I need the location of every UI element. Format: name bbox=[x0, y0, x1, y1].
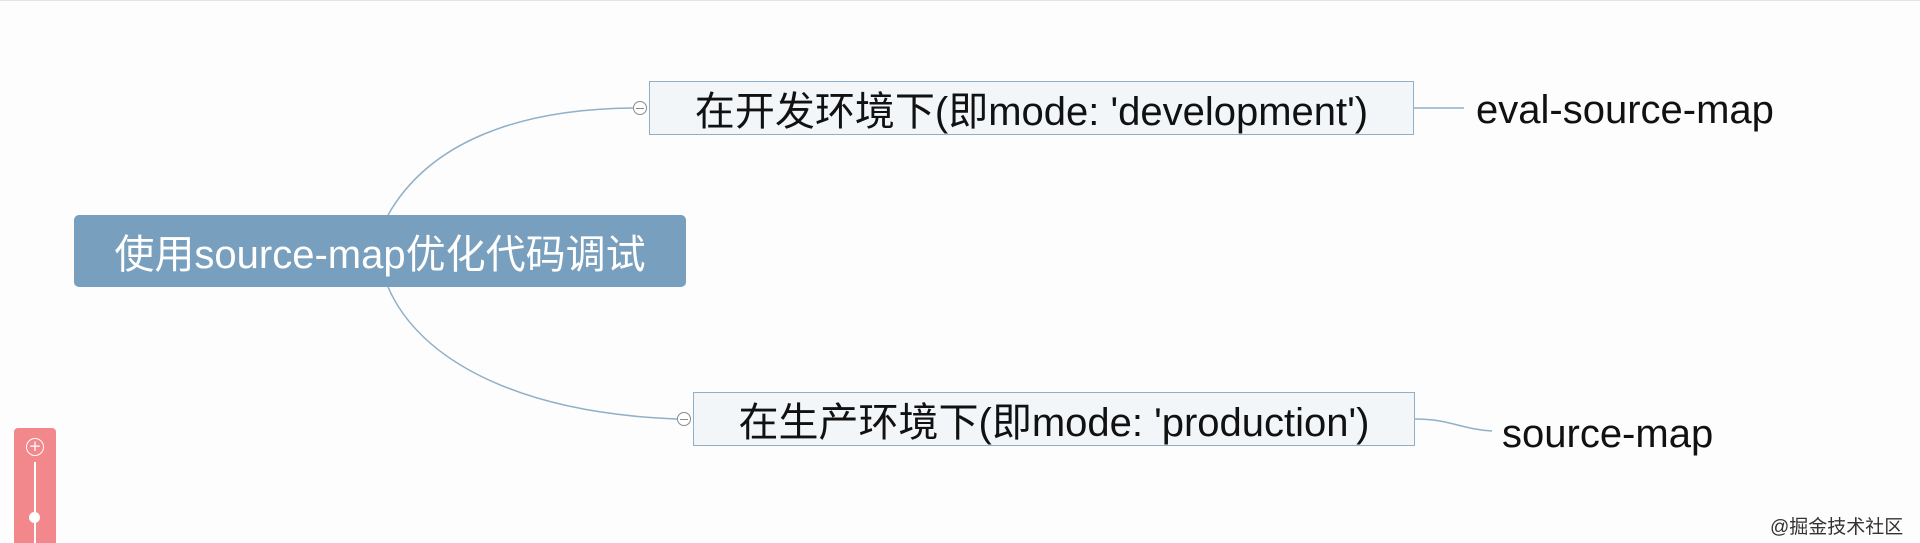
connector-production-to-leaf bbox=[1414, 418, 1493, 432]
zoom-slider-thumb[interactable] bbox=[29, 512, 40, 523]
collapse-minus-icon[interactable] bbox=[677, 412, 691, 426]
leaf-topic-source-map-label: source-map bbox=[1502, 412, 1714, 456]
leaf-topic-source-map[interactable]: source-map bbox=[1502, 414, 1713, 454]
root-topic[interactable]: 使用source-map优化代码调试 bbox=[74, 215, 686, 287]
branch-topic-production-label: 在生产环境下(即mode: 'production') bbox=[738, 401, 1370, 445]
leaf-topic-eval-source-map-label: eval-source-map bbox=[1476, 88, 1774, 132]
branch-topic-production[interactable]: 在生产环境下(即mode: 'production') bbox=[693, 392, 1415, 446]
collapse-minus-icon[interactable] bbox=[633, 101, 647, 115]
branch-topic-development[interactable]: 在开发环境下(即mode: 'development') bbox=[649, 81, 1414, 135]
connector-root-to-production bbox=[387, 286, 678, 420]
branch-topic-development-label: 在开发环境下(即mode: 'development') bbox=[694, 90, 1369, 134]
leaf-topic-eval-source-map[interactable]: eval-source-map bbox=[1476, 90, 1774, 130]
zoom-slider-track[interactable] bbox=[33, 462, 36, 543]
zoom-control: + bbox=[14, 428, 56, 543]
root-topic-label: 使用source-map优化代码调试 bbox=[114, 233, 646, 277]
connector-root-to-development bbox=[387, 107, 634, 216]
watermark: @掘金技术社区 bbox=[1770, 517, 1904, 538]
zoom-in-icon[interactable]: + bbox=[26, 438, 44, 456]
